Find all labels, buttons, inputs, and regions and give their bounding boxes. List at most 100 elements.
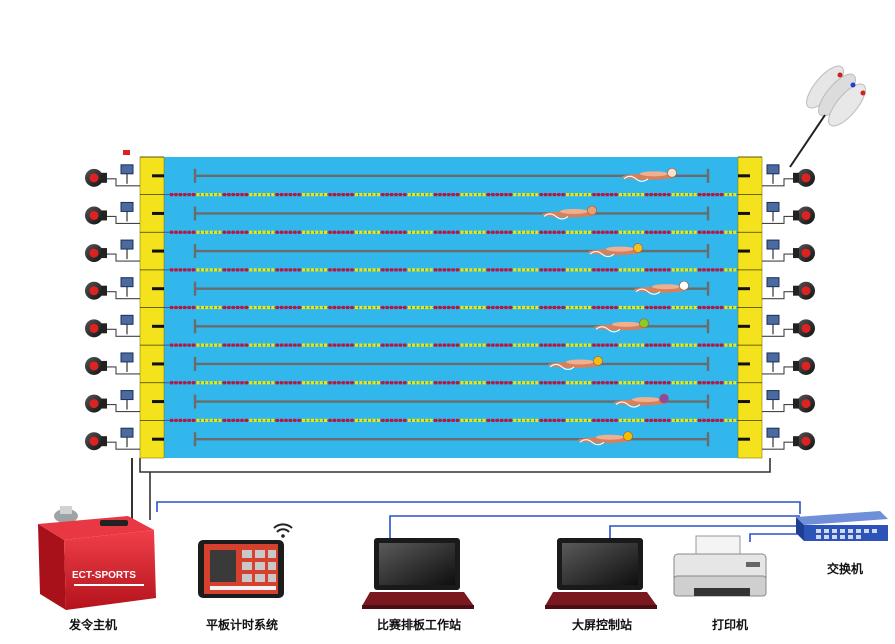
pad-mark: [152, 324, 164, 328]
speaker-icon: [85, 244, 107, 263]
pad-mark: [738, 362, 750, 366]
equipment-cable: [762, 441, 793, 450]
pad-mark: [152, 249, 164, 253]
start-button-icon: [120, 314, 134, 335]
speaker-icon: [793, 206, 815, 225]
speaker-icon: [85, 281, 107, 300]
pad-mark: [152, 437, 164, 441]
swimmer-icon: [548, 356, 603, 370]
swimmer-icon: [588, 243, 643, 258]
pad-mark: [152, 174, 164, 178]
wifi-icon: [273, 523, 293, 538]
start-button-icon: [766, 201, 780, 222]
equipment-cable: [762, 291, 793, 300]
speaker-icon: [793, 432, 815, 451]
start-button-icon: [766, 164, 780, 184]
network-line: [749, 533, 800, 542]
lane-rope: [164, 343, 738, 347]
start-button-icon: [120, 352, 134, 372]
network-line: [609, 525, 800, 542]
equipment-cable: [762, 215, 793, 224]
speaker-icon: [85, 206, 107, 225]
lane-rope: [164, 418, 738, 422]
label-switch: 交换机: [826, 562, 863, 576]
pad-mark: [738, 174, 750, 178]
equipment-cable: [107, 366, 140, 375]
network-cables: [131, 458, 801, 542]
speaker-icon: [85, 168, 107, 187]
speaker-icon: [85, 319, 107, 338]
pad-mark: [152, 400, 164, 404]
start-button-icon: [120, 201, 134, 222]
tablet-device: [198, 540, 284, 598]
lane-rope: [164, 193, 738, 197]
equipment-cable: [107, 404, 140, 413]
pad-mark: [738, 249, 750, 253]
speaker-icon: [793, 281, 815, 300]
label-scoreboard-station: 比赛排板工作站: [376, 618, 461, 632]
start-button-icon: [120, 277, 134, 297]
equipment-cable: [107, 441, 140, 450]
start-button-icon: [120, 427, 134, 448]
swimmer-icon: [634, 280, 689, 295]
equipment-cable: [107, 291, 140, 300]
pad-mark: [152, 362, 164, 366]
indicator-light: [123, 150, 130, 155]
start-button-icon: [766, 390, 780, 410]
equipment-cable: [762, 366, 793, 375]
pad-mark: [738, 400, 750, 404]
lane-rope: [164, 230, 738, 234]
lane-rope: [164, 305, 738, 310]
start-button-icon: [766, 239, 780, 260]
pad-mark: [152, 211, 164, 215]
start-button-icon: [766, 352, 780, 372]
equipment-cable: [107, 178, 140, 187]
speaker-icon: [793, 244, 815, 263]
pad-mark: [738, 437, 750, 441]
pad-mark: [738, 287, 750, 291]
lane-equipment: [85, 164, 815, 451]
equipment-cable: [762, 404, 793, 413]
big-screen-laptop: [545, 538, 657, 609]
scoreboard-laptop: [362, 538, 474, 609]
speaker-icon: [793, 394, 815, 413]
lane-rope: [164, 268, 738, 272]
swimmer-icon: [542, 205, 597, 220]
equipment-cable: [107, 253, 140, 262]
speaker-icon: [85, 356, 107, 375]
swimmer-icon: [594, 318, 649, 333]
speaker-icon: [793, 356, 815, 375]
network-line: [156, 501, 801, 514]
swimming-pool: [123, 150, 763, 459]
start-button-icon: [766, 314, 780, 335]
network-line: [389, 515, 800, 542]
backup-buttons-icon: [789, 65, 866, 168]
start-button-icon: [120, 164, 134, 184]
lane-rope: [164, 381, 738, 385]
equipment-cable: [107, 215, 140, 224]
start-button-icon: [766, 277, 780, 297]
starter-host-device: ECT-SPORTS: [38, 506, 156, 610]
pad-mark: [738, 324, 750, 328]
start-button-icon: [766, 427, 780, 448]
label-big-screen-station: 大屏控制站: [571, 618, 632, 632]
start-button-icon: [120, 390, 134, 410]
label-printer: 打印机: [711, 618, 748, 632]
swimmer-icon: [622, 168, 677, 182]
pad-cable: [139, 458, 771, 473]
label-starter-host: 发令主机: [68, 618, 117, 632]
network-switch-device: [796, 511, 888, 541]
pad-mark: [738, 211, 750, 215]
start-button-icon: [120, 239, 134, 260]
swimmer-icon: [614, 393, 669, 408]
label-tablet-system: 平板计时系统: [205, 618, 278, 632]
speaker-icon: [85, 432, 107, 451]
brand-label: ECT-SPORTS: [72, 570, 136, 581]
speaker-icon: [793, 168, 815, 187]
pad-mark: [152, 287, 164, 291]
equipment-cable: [107, 328, 140, 337]
speaker-icon: [793, 319, 815, 338]
printer-device: [673, 535, 767, 597]
equipment-cable: [762, 253, 793, 262]
equipment-cable: [762, 178, 793, 187]
